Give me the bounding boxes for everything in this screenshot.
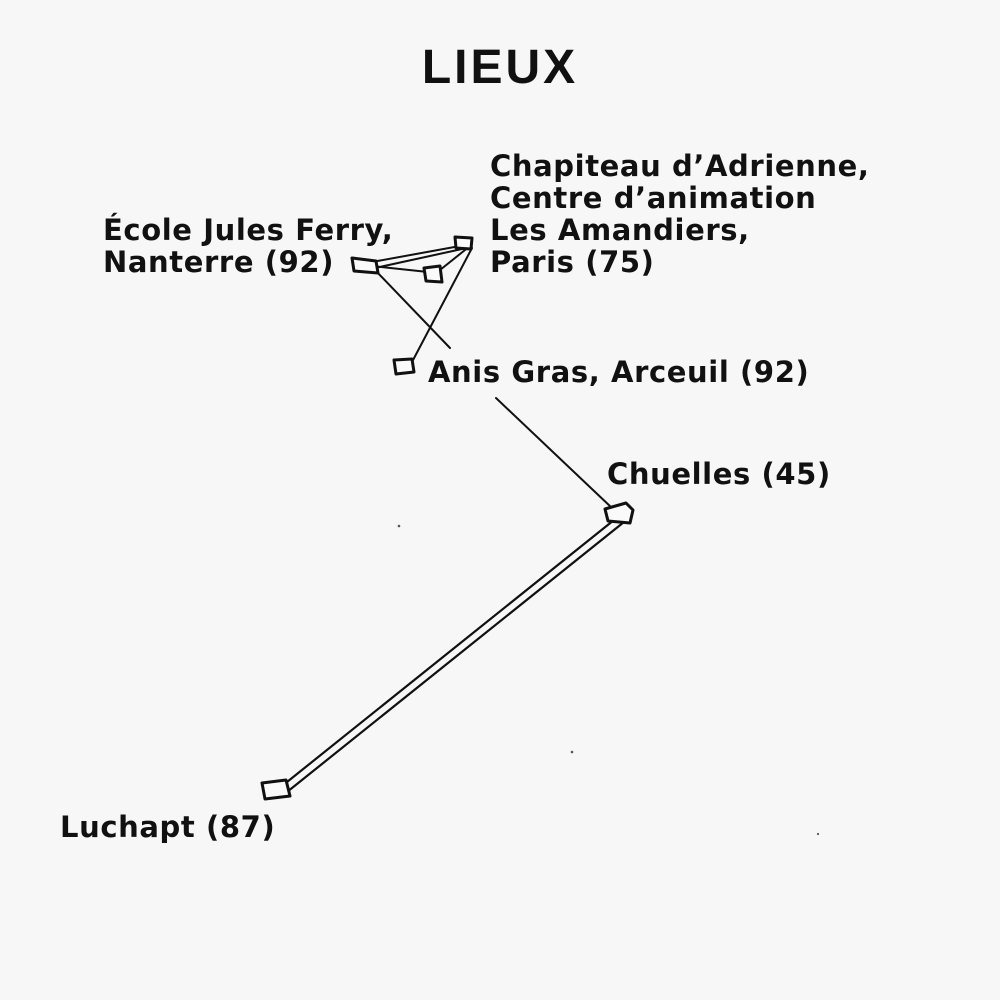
label-line: Centre d’animation [490,181,817,215]
label-line: Luchapt (87) [60,810,276,844]
route-ecole-chapiteau [371,245,461,263]
speck [570,750,574,754]
page-title: LIEUX [421,41,579,94]
marker-luchapt [260,778,292,801]
route-ecole-stop [371,265,429,273]
label-line: Les Amandiers, [490,213,750,247]
label-chapiteau-adrienne: Chapiteau d’Adrienne, Centre d’animation… [490,150,870,278]
route-lines [371,245,613,509]
label-line: Chuelles (45) [607,457,831,491]
paper-specks [397,524,820,836]
route-chuelles-luchapt [280,514,626,794]
route-ecole-anis-upper [374,269,451,349]
speck [816,832,820,836]
label-line: Paris (75) [490,245,655,279]
label-line: École Jules Ferry, [103,213,394,247]
speck [397,524,401,528]
route-chuelles-luchapt-a [280,514,621,788]
route-chuelles-luchapt-b [285,520,626,794]
marker-stop [422,264,444,284]
marker-ecole [350,256,380,275]
label-chuelles: Chuelles (45) [607,458,831,490]
label-luchapt: Luchapt (87) [60,811,275,843]
label-line: Anis Gras, Arceuil (92) [428,355,810,389]
marker-chuelles [603,501,635,525]
markers [260,235,635,801]
marker-anis [392,357,416,376]
route-anis-chuelles [495,397,613,509]
label-ecole-jules-ferry: École Jules Ferry, Nanterre (92) [103,214,393,278]
label-anis-gras: Anis Gras, Arceuil (92) [428,356,809,388]
label-line: Chapiteau d’Adrienne, [490,149,870,183]
route-chapiteau-anis [411,247,473,363]
marker-chapiteau [453,235,474,251]
route-ecole-chapiteau-2 [374,248,463,269]
label-line: Nanterre (92) [103,245,335,279]
